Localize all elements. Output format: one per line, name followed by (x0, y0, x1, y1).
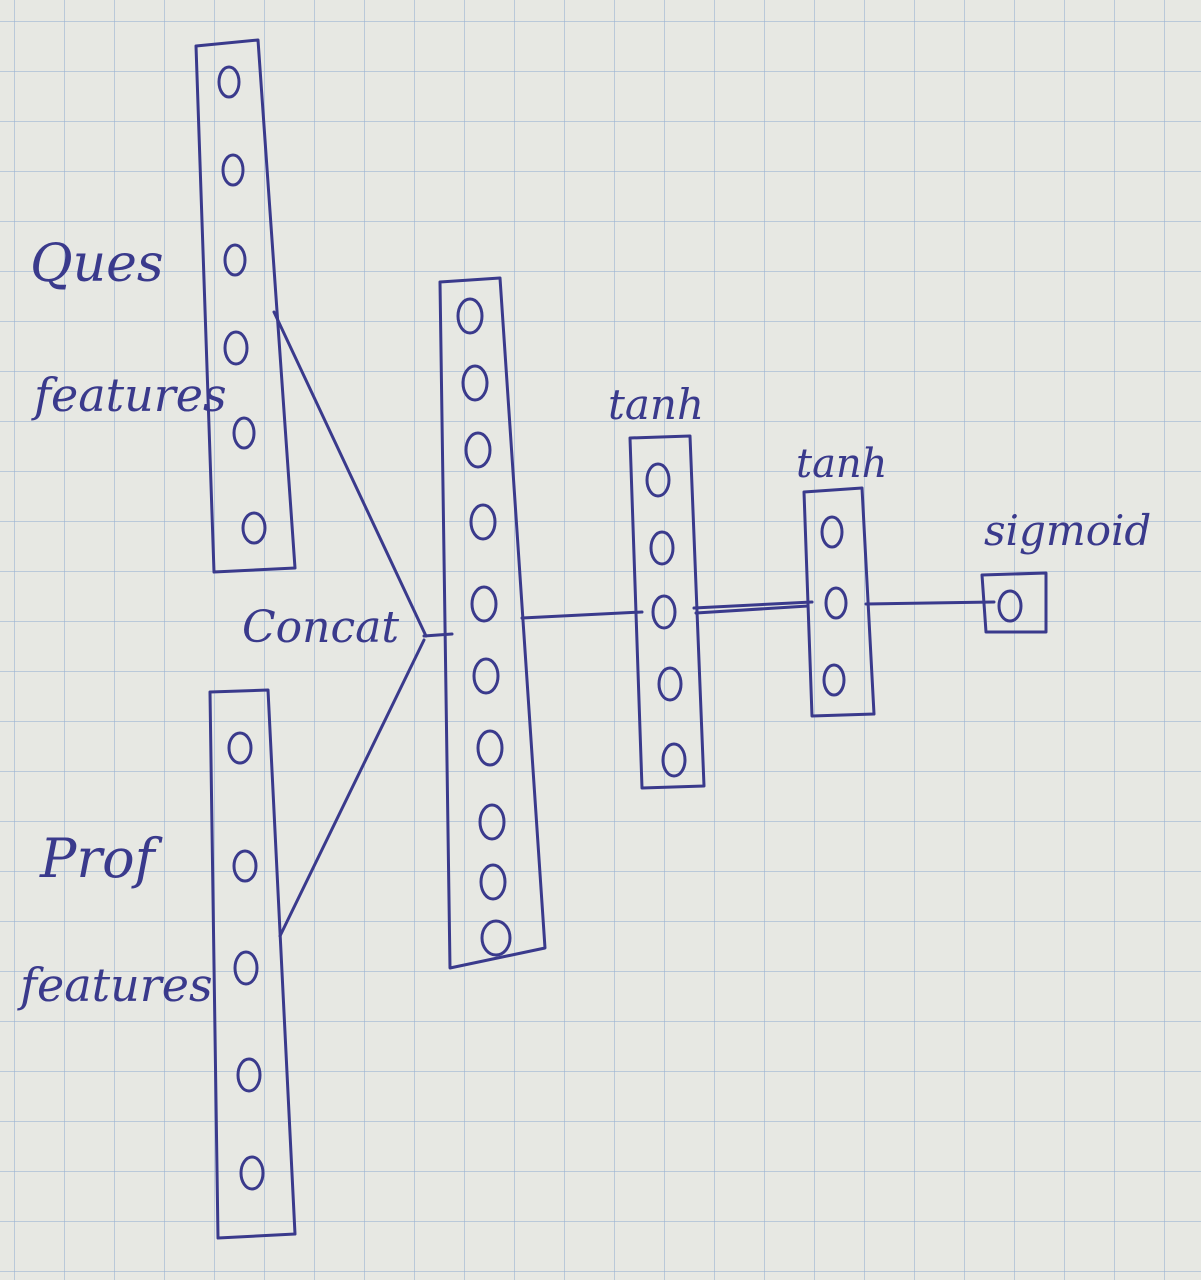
neuron (479, 863, 507, 901)
tanh-layer-1-neurons (645, 462, 687, 778)
neuron (461, 364, 489, 402)
neuron (236, 1057, 262, 1093)
prof-features-neurons (227, 731, 265, 1191)
neuron (233, 950, 259, 986)
neuron (223, 243, 247, 277)
concat-layer-box (438, 276, 547, 970)
neuron (661, 742, 687, 778)
neuron (824, 586, 848, 620)
sigmoid-output-neurons (997, 589, 1023, 623)
neuron (651, 594, 677, 630)
tanh-layer-1-label: tanh (608, 380, 705, 429)
prof-features-box (208, 688, 297, 1240)
neuron (657, 666, 683, 702)
neuron (820, 515, 844, 549)
neuron (478, 803, 506, 841)
prof-features-label-line2: features (20, 958, 213, 1012)
sigmoid-output-box (980, 571, 1048, 634)
neuron (223, 330, 249, 366)
concat-layer-neurons (456, 297, 512, 957)
concat-label: Concat (242, 602, 400, 653)
tanh-layer-2-box (802, 486, 876, 718)
sigmoid-output-label: sigmoid (984, 506, 1152, 555)
concat-to-tanh1-line (520, 610, 644, 620)
tanh2-to-sigmoid-line (864, 600, 996, 606)
neuron (645, 462, 671, 498)
neuron (221, 153, 245, 187)
neuron (476, 729, 504, 767)
neuron (464, 431, 492, 469)
tanh-layer-1-box (628, 434, 706, 790)
query-features-label-line1: Ques (30, 234, 164, 294)
concat-merge-tick (422, 632, 454, 638)
prof-features-label-line1: Prof (40, 827, 155, 890)
neuron (822, 663, 846, 697)
neuron (649, 530, 675, 566)
neuron (480, 919, 512, 957)
neuron (239, 1155, 265, 1191)
tanh1-to-tanh2-line (692, 600, 814, 610)
neuron (456, 297, 484, 335)
query-features-label-line2: features (34, 368, 227, 422)
tanh-layer-2-neurons (820, 515, 848, 697)
neuron (472, 657, 500, 695)
neuron (241, 511, 267, 545)
prof-to-concat-line (278, 638, 426, 938)
neuron (232, 849, 258, 883)
query-to-concat-line (272, 310, 428, 638)
query-features-box (194, 38, 297, 574)
neuron (997, 589, 1023, 623)
neuron (470, 585, 498, 623)
neuron (227, 731, 253, 765)
neuron (469, 503, 497, 541)
neuron (217, 65, 241, 99)
tanh-layer-2-label: tanh (796, 441, 888, 487)
tanh1-to-tanh2-line-double (694, 604, 810, 615)
neuron (232, 416, 256, 450)
query-features-neurons (217, 65, 267, 545)
